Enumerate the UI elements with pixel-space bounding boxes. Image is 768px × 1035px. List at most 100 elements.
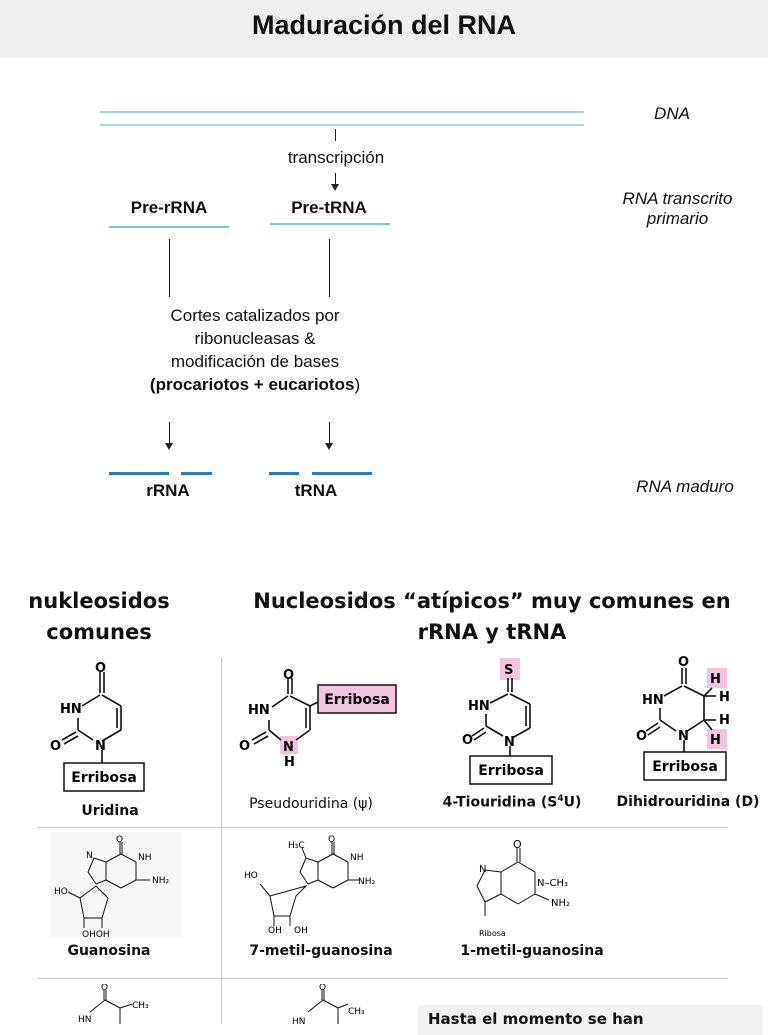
metil1-ribosa: Ribosa — [479, 929, 506, 938]
processing-line-1: Cortes catalizados por — [170, 306, 340, 325]
tiouridina-sugar-label: Erribosa — [478, 763, 544, 779]
guanosina-nh: NH — [138, 853, 152, 863]
bottom-left-hn: HN — [78, 1015, 92, 1024]
dihidrouridina-hn: HN — [642, 693, 664, 708]
common-nucleosides-heading: nukleosidos comunes — [28, 589, 170, 644]
primary-transcript-label: RNA transcrito primario — [600, 189, 755, 229]
dihidrouridina-o-left: O — [636, 729, 647, 744]
bottom-structure-middle: O CH₃ HN — [292, 984, 365, 1024]
rrna-arrowhead — [165, 443, 173, 450]
metil1-nh2: NH₂ — [551, 898, 570, 909]
trna-label: tRNA — [294, 481, 338, 500]
pseudouridina-caption: Pseudouridina (ψ) — [249, 796, 373, 812]
pseudouridina-h: H — [284, 755, 295, 770]
bottom-structure-left: O CH₃ HN — [78, 984, 149, 1024]
pseudouridina-n: N — [283, 740, 294, 755]
pre-trna-strand — [270, 223, 390, 225]
guanosina-nh2: NH₂ — [152, 876, 170, 886]
metil1-caption: 1-metil-guanosina — [460, 943, 604, 959]
bottom-middle-hn: HN — [292, 1017, 306, 1024]
dihidrouridina-o-top: O — [678, 655, 689, 670]
trna-line-1 — [329, 239, 330, 297]
uridina-n: N — [95, 739, 106, 754]
note-text: Hasta el momento se han — [428, 1010, 644, 1028]
pre-rrna-strand — [109, 226, 229, 228]
processing-line-2: ribonucleasas & — [194, 329, 316, 348]
bottom-middle-ch3: CH₃ — [348, 1007, 365, 1017]
rrna-arrow-shaft — [169, 422, 170, 444]
table-divider-row2 — [38, 978, 728, 979]
rrna-fragment-2 — [181, 472, 212, 475]
metil7-nh: NH — [350, 853, 364, 863]
pseudouridina-o-top: O — [283, 668, 294, 683]
atypical-nucleosides-heading: Nucleosidos “atípicos” muy comunes en rR… — [253, 589, 731, 644]
tiouridina-hn: HN — [468, 699, 490, 714]
tiouridina-n: N — [504, 735, 515, 750]
processing-text: Cortes catalizados por ribonucleasas & m… — [100, 304, 410, 396]
metil7-oh1: OH — [268, 926, 282, 934]
processing-line-3: modificación de bases — [170, 352, 340, 371]
uridina-structure: O HN O N Erribosa — [50, 661, 145, 792]
guanosina-n7: N — [86, 851, 93, 861]
pre-trna-label: Pre-tRNA — [291, 198, 367, 217]
dihidrouridina-h4: H — [710, 733, 721, 748]
tiouridina-caption-prefix: 4-Tiouridina (S — [442, 794, 558, 811]
metil7-o: O — [328, 835, 335, 845]
dihidrouridina-h3: H — [719, 713, 730, 728]
bottom-left-o: O — [101, 984, 108, 993]
dihidrouridina-caption: Dihidrouridina (D) — [616, 794, 760, 810]
mature-rna-label: RNA maduro — [636, 477, 734, 496]
tiouridina-caption-suffix: U) — [563, 794, 582, 811]
tiouridina-caption: 4-Tiouridina (S4U) — [432, 794, 592, 811]
guanosina-ho: HO — [54, 887, 68, 897]
trna-arrow-shaft — [329, 422, 330, 444]
tiouridina-o-left: O — [462, 733, 473, 748]
title-bar — [0, 0, 768, 58]
metil7-structure: H₃C O NH NH₂ HO OH OH — [244, 835, 376, 934]
table-divider-vertical — [221, 658, 222, 1024]
dihidrouridina-h1: H — [710, 672, 721, 687]
guanosina-caption: Guanosina — [67, 943, 151, 959]
table-divider-row1 — [38, 827, 728, 828]
trna-fragment-1 — [269, 472, 299, 475]
rrna-label: rRNA — [146, 481, 190, 500]
page-title: Maduración del RNA — [251, 10, 517, 40]
metil7-nh2: NH₂ — [358, 877, 376, 887]
open-paren: ( — [149, 375, 156, 394]
dna-strand-bottom — [100, 124, 584, 126]
guanosina-o: O — [116, 835, 123, 845]
dihidrouridina-n: N — [678, 729, 689, 744]
metil1-n-ch3: N–CH₃ — [537, 878, 568, 889]
tiouridina-structure: S HN O N Erribosa — [462, 658, 553, 785]
primary-transcript-text: RNA transcrito primario — [622, 189, 733, 228]
tiouridina-caption-sup: 4 — [557, 794, 564, 804]
uridina-hn: HN — [60, 702, 82, 717]
metil7-caption: 7-metil-guanosina — [249, 943, 393, 959]
uridina-o-left: O — [50, 739, 61, 754]
metil1-n7: N — [479, 864, 486, 875]
trna-arrowhead — [325, 443, 333, 450]
transcription-arrow-shaft — [335, 173, 336, 185]
metil1-o: O — [513, 838, 522, 851]
transcription-tick — [335, 129, 336, 141]
pseudouridina-structure: Erribosa O HN O N H — [239, 668, 397, 770]
metil7-h3c: H₃C — [288, 841, 305, 851]
uridina-caption: Uridina — [81, 803, 139, 819]
pre-rrna-label: Pre-rRNA — [130, 198, 208, 217]
uridina-o-top: O — [95, 661, 106, 676]
guanosina-ohoh: OHOH — [82, 930, 110, 938]
bottom-left-ch3: CH₃ — [132, 1001, 149, 1011]
transcription-label: transcripción — [287, 148, 385, 167]
pseudouridina-o-left: O — [239, 739, 250, 754]
metil7-ho: HO — [244, 871, 258, 881]
organisms-bold: procariotos + eucariotos — [155, 375, 355, 394]
processing-line-4: (procariotos + eucariotos) — [100, 373, 410, 396]
rrna-fragment-1 — [109, 472, 169, 475]
guanosina-structure: O NH NH₂ N HO OHOH — [50, 832, 182, 938]
rrna-line-1 — [169, 239, 170, 297]
pseudouridina-hn: HN — [248, 703, 270, 718]
trna-fragment-2 — [312, 472, 372, 475]
dna-label: DNA — [654, 104, 690, 123]
dna-strand-top — [100, 111, 584, 113]
dihidrouridina-structure: O H H H H HN O N Erribosa — [636, 655, 730, 781]
